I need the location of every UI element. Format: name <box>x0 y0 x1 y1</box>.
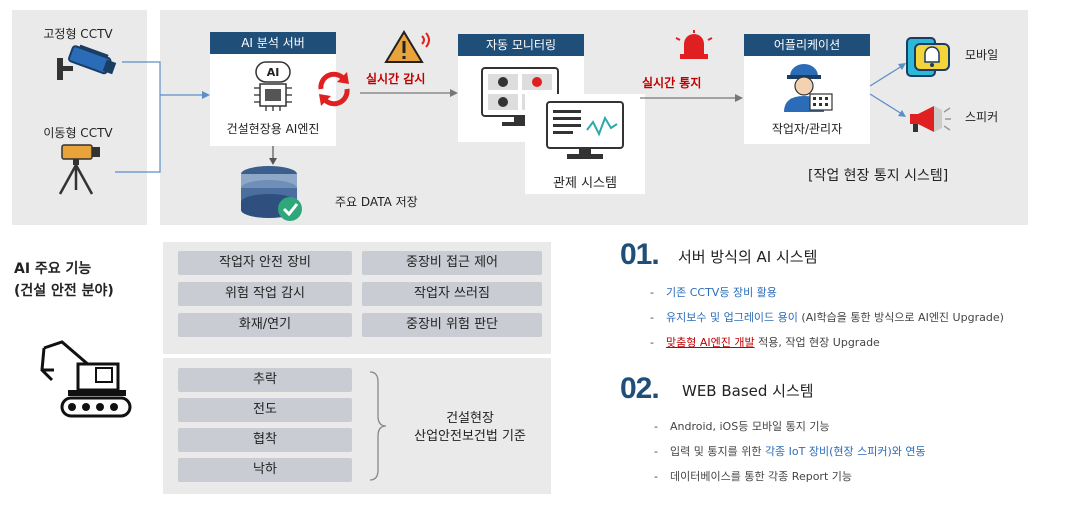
accident-item: 낙하 <box>178 458 352 482</box>
feature-bullet: -데이터베이스를 통한 각종 Report 기능 <box>654 468 926 493</box>
feature-bullets: -기존 CCTV등 장비 활용-유지보수 및 업그레이드 용이 (AI학습을 통… <box>650 284 1004 359</box>
feature-bullets: -Android, iOS등 모바일 통지 기능-입력 및 통지를 위한 각종 … <box>654 418 926 493</box>
ai-functions-heading-line2: (건설 안전 분야) <box>14 280 114 302</box>
feature-bullet: -Android, iOS등 모바일 통지 기능 <box>654 418 926 443</box>
bullet-dash: - <box>654 470 658 483</box>
safety-standard-label: 건설현장 산업안전보건법 기준 <box>400 410 540 446</box>
siren-icon <box>672 30 716 60</box>
speaker-icon <box>908 104 952 134</box>
ai-functions-heading: AI 주요 기능 (건설 안전 분야) <box>14 258 114 302</box>
feature-number: 02. <box>620 372 659 406</box>
bullet-text: 입력 및 통지를 위한 <box>670 445 765 458</box>
safety-standard-line2: 산업안전보건법 기준 <box>400 428 540 446</box>
accident-item: 전도 <box>178 398 352 422</box>
bullet-text: (AI학습을 통한 방식으로 AI엔진 Upgrade) <box>798 311 1004 324</box>
auto-monitoring-title: 자동 모니터링 <box>458 34 584 56</box>
bullet-text: Android, iOS등 모바일 통지 기능 <box>670 420 830 433</box>
feature-bullet: -입력 및 통지를 위한 각종 IoT 장비(현장 스피커)와 연동 <box>654 443 926 468</box>
realtime-monitor-label: 실시간 감시 <box>366 70 425 87</box>
worker-icon <box>778 60 836 114</box>
function-item: 작업자 쓰러짐 <box>362 282 542 306</box>
feature-bullet: -맞춤형 AI엔진 개발 적용, 작업 현장 Upgrade <box>650 334 1004 359</box>
function-item: 위험 작업 감시 <box>178 282 352 306</box>
ai-server-title: AI 분석 서버 <box>210 32 336 54</box>
bullet-text: 기존 CCTV등 장비 활용 <box>666 286 777 299</box>
bullet-dash: - <box>650 286 654 299</box>
feature-title: 서버 방식의 AI 시스템 <box>678 246 817 267</box>
ai-engine-label: 건설현장용 AI엔진 <box>210 120 336 137</box>
refresh-cycle-icon <box>313 68 355 110</box>
speaker-label: 스피커 <box>965 108 998 125</box>
feature-bullet: -유지보수 및 업그레이드 용이 (AI학습을 통한 방식으로 AI엔진 Upg… <box>650 309 1004 334</box>
storage-label: 주요 DATA 저장 <box>335 193 418 210</box>
function-item: 작업자 안전 장비 <box>178 251 352 275</box>
safety-standard-line1: 건설현장 <box>400 410 540 428</box>
mobile-bell-icon <box>905 34 953 78</box>
control-dashboard-icon <box>545 100 625 162</box>
bullet-dash: - <box>650 336 654 349</box>
bullet-text: 맞춤형 AI엔진 개발 <box>666 336 755 349</box>
accident-item: 협착 <box>178 428 352 452</box>
function-item: 화재/연기 <box>178 313 352 337</box>
bullet-text: 적용, 작업 현장 Upgrade <box>755 336 880 349</box>
feature-title: WEB Based 시스템 <box>682 380 814 401</box>
bullet-text: 유지보수 및 업그레이드 용이 <box>666 311 798 324</box>
ai-functions-heading-line1: AI 주요 기능 <box>14 258 114 280</box>
feature-number: 01. <box>620 238 659 272</box>
worker-manager-label: 작업자/관리자 <box>744 120 870 137</box>
realtime-notify-label: 실시간 통지 <box>642 74 701 91</box>
function-item: 중장비 접근 제어 <box>362 251 542 275</box>
monitoring-to-app-arrow <box>640 93 745 103</box>
application-title: 어플리케이션 <box>744 34 870 56</box>
ai-chip-text: AI <box>242 66 304 79</box>
function-item: 중장비 위험 판단 <box>362 313 542 337</box>
database-icon <box>240 164 306 224</box>
control-system-label: 관제 시스템 <box>525 172 645 191</box>
app-to-output-arrows <box>868 56 908 126</box>
bullet-text: 데이터베이스를 통한 각종 Report 기능 <box>670 470 852 483</box>
server-to-storage-arrow <box>268 146 278 166</box>
bullet-dash: - <box>654 445 658 458</box>
bullet-dash: - <box>650 311 654 324</box>
mobile-label: 모바일 <box>965 46 998 63</box>
excavator-icon <box>38 340 134 420</box>
feature-bullet: -기존 CCTV등 장비 활용 <box>650 284 1004 309</box>
bullet-text: 각종 IoT 장비(현장 스피커)와 연동 <box>765 445 926 458</box>
bullet-dash: - <box>654 420 658 433</box>
accident-item: 추락 <box>178 368 352 392</box>
accidents-brace <box>368 370 390 482</box>
system-name-label: [작업 현장 통지 시스템] <box>808 165 948 185</box>
warning-icon <box>382 30 430 66</box>
server-to-monitoring-arrow <box>360 88 460 98</box>
